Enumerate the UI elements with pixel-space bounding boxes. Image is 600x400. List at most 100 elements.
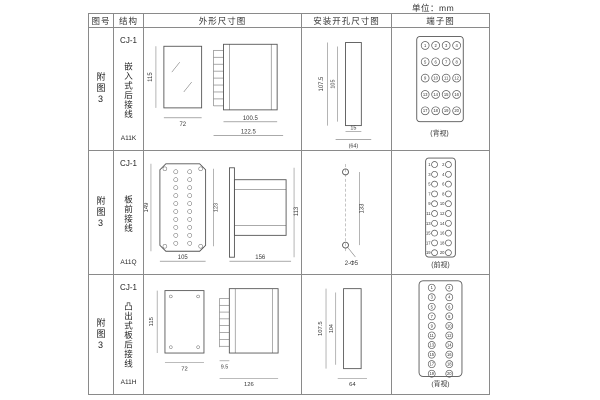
terminal-circle — [445, 210, 452, 217]
front-terminal-hole — [187, 209, 193, 214]
mounting-hole-bottom — [342, 241, 349, 249]
terminal-number: 5 — [431, 304, 434, 309]
terminal-circle — [427, 283, 436, 292]
terminal-number: 20 — [440, 250, 445, 255]
structure-desc-1: 嵌入式后接线 — [123, 61, 134, 119]
front-terminal-holes — [173, 169, 193, 246]
terminal-number: 1 — [431, 285, 434, 290]
terminal-number: 2 — [434, 43, 437, 48]
terminal-number: 9 — [424, 76, 427, 81]
terminal-circle — [427, 360, 436, 369]
terminal-circle — [445, 302, 454, 311]
front-terminal-hole — [187, 233, 193, 238]
terminal-circle — [431, 249, 438, 257]
structure-desc-2: 板前接线 — [123, 194, 134, 233]
mounting-cell-2: 133 2-Φ5 — [302, 151, 392, 275]
fig-no-2: 附图3 — [95, 195, 106, 230]
dimension-123: 123 — [213, 168, 220, 247]
view-label-1: (背视) — [430, 129, 448, 138]
terminal-circle — [427, 341, 436, 349]
connector-pins — [213, 49, 224, 107]
structure-cell-2: CJ-1 板前接线 A11Q — [114, 151, 144, 275]
cutout-rect — [345, 42, 362, 127]
mounting-drawing-2: 133 2-Φ5 — [342, 164, 365, 267]
terminal-circle — [431, 90, 440, 99]
model-label-3: CJ-1 — [120, 283, 137, 292]
terminal-circle — [427, 369, 436, 378]
terminal-number: 20 — [447, 371, 452, 376]
dim-h1: 107.5 — [318, 321, 324, 336]
terminal-number: 11 — [444, 76, 449, 81]
dim-width: 105 — [178, 255, 189, 261]
terminal-circle — [441, 90, 451, 99]
dim-h1: 107.5 — [319, 76, 325, 92]
outline-drawing-3: 115 72 9.5 126 — [149, 288, 279, 388]
terminal-circle — [431, 170, 438, 178]
terminal-number: 16 — [440, 231, 445, 236]
terminal-number: 20 — [454, 108, 459, 113]
terminal-number: 9 — [431, 323, 434, 328]
dimension-122-5: 122.5 — [213, 130, 284, 136]
front-terminal-hole — [187, 169, 193, 175]
dim-height: 149 — [144, 202, 150, 213]
terminal-circle — [441, 73, 451, 83]
terminal-number: 15 — [429, 352, 434, 357]
terminal-circle — [431, 239, 438, 247]
front-terminal-hole — [173, 169, 179, 175]
model-label-1: CJ-1 — [120, 36, 137, 45]
outline-cell-3: 115 72 9.5 126 — [144, 275, 302, 394]
terminal-circle — [420, 90, 430, 99]
terminal-number: 3 — [431, 295, 434, 300]
mounting-cell-3: 107.5 104 64 — [302, 275, 392, 394]
terminal-number: 14 — [440, 221, 445, 226]
terminal-number: 1 — [424, 43, 427, 48]
terminal-number: 18 — [440, 240, 445, 245]
fig-no-cell-3: 附图3 — [89, 275, 114, 394]
dim-height: 115 — [148, 72, 154, 82]
terminal-circle — [441, 41, 451, 50]
terminal-block — [425, 157, 456, 258]
terminal-number: 12 — [454, 76, 459, 81]
terminal-circle — [445, 293, 454, 302]
front-terminal-hole — [187, 240, 193, 246]
dimension-105: 105 — [159, 255, 206, 262]
front-terminal-hole — [173, 209, 179, 214]
dim-body: 100.5 — [243, 116, 259, 122]
front-terminal-hole — [187, 201, 193, 206]
terminal-number: 8 — [448, 314, 451, 319]
terminal-number: 2 — [442, 162, 445, 167]
terminal-circle — [420, 73, 430, 83]
fig-no-1: 附图3 — [95, 72, 106, 106]
dim-total: 126 — [244, 382, 254, 388]
dim-w2: (64) — [349, 143, 359, 149]
terminal-circle — [445, 350, 454, 359]
terminal-number: 13 — [423, 92, 428, 97]
mounting-drawing-3: 107.5 104 64 — [318, 288, 367, 388]
dim-length: 156 — [255, 255, 266, 261]
dimension-100-5: 100.5 — [223, 116, 278, 123]
mounting-cell-1: 107.5 105 15 (64) — [302, 28, 392, 151]
header-outline-label: 外形尺寸图 — [198, 15, 247, 26]
view-label-3: (背视) — [431, 379, 449, 388]
terminal-circle — [431, 229, 438, 237]
terminal-number: 14 — [447, 342, 452, 347]
terminal-number: 13 — [429, 342, 434, 347]
model-code-1: A11K — [120, 135, 137, 142]
terminal-circle — [431, 106, 440, 116]
dimension-9-5: 9.5 — [219, 360, 230, 371]
terminal-circle — [431, 210, 438, 217]
model-code-2: A11Q — [120, 259, 137, 266]
header-mounting-label: 安装开孔尺寸图 — [313, 15, 380, 26]
terminal-circle — [420, 106, 430, 116]
terminal-circle — [452, 90, 461, 99]
terminal-number: 5 — [428, 182, 431, 187]
front-terminal-hole — [173, 225, 179, 230]
header-outline: 外形尺寸图 — [144, 14, 302, 28]
terminal-circle — [445, 322, 454, 330]
terminal-number: 13 — [426, 221, 431, 226]
terminal-circle — [427, 293, 436, 302]
terminal-number: 17 — [429, 362, 434, 367]
